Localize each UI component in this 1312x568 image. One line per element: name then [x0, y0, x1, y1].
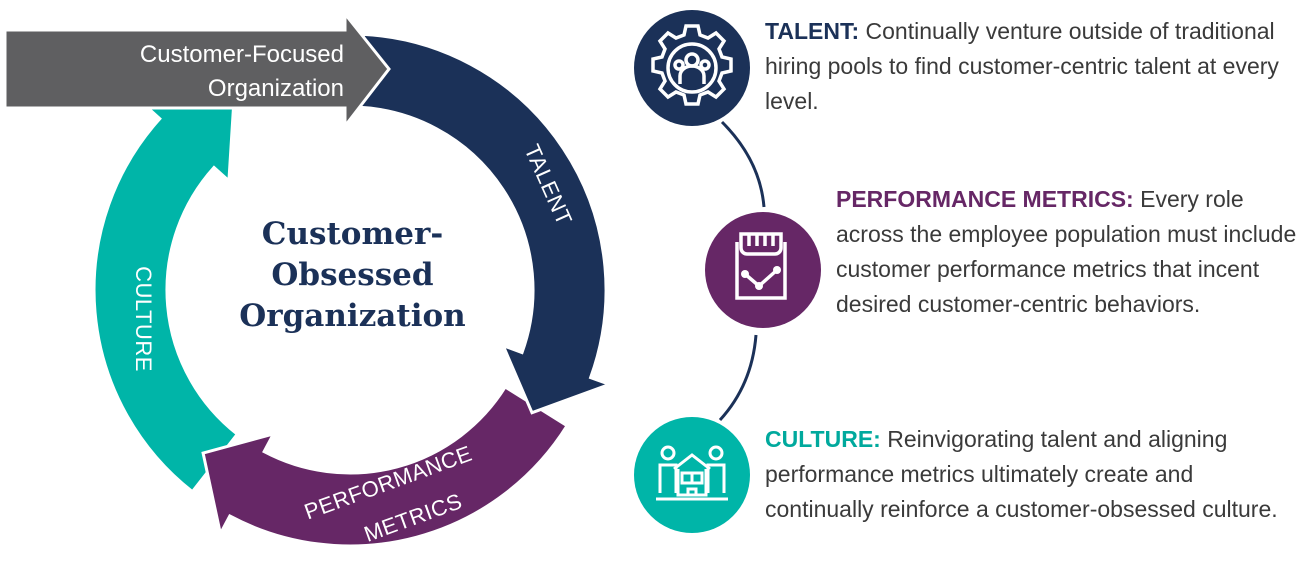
performance-arc-arrow [201, 384, 570, 548]
talent-arc-arrow [358, 32, 614, 415]
clipboard-chart-icon [705, 212, 821, 328]
gear-people-icon [634, 10, 750, 126]
culture-arc-arrow [92, 102, 240, 494]
people-building-icon [634, 417, 750, 533]
metrics-description: PERFORMANCE METRICS: Every role across t… [836, 186, 1297, 317]
talent-description: TALENT: Continually venture outside of t… [765, 18, 1279, 114]
connector-line-1 [720, 120, 766, 208]
culture-description: CULTURE: Reinvigorating talent and align… [765, 426, 1278, 522]
ring-label-culture: CULTURE [130, 266, 156, 372]
entry-arrow [3, 9, 391, 131]
connector-line-2 [718, 334, 758, 422]
